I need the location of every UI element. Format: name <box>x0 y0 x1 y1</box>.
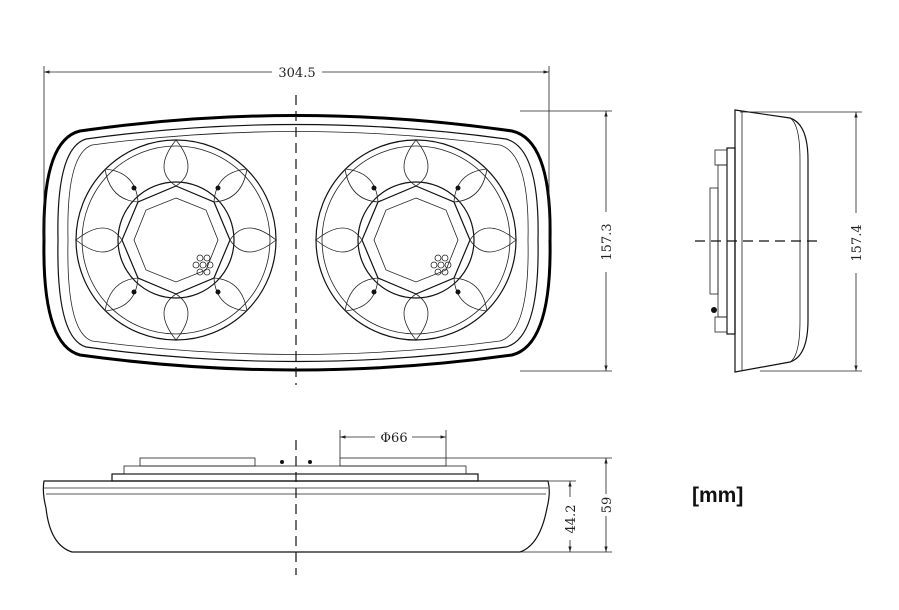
front-height-dimension-label: 157.3 <box>600 223 615 260</box>
right-lamp-module <box>315 139 517 341</box>
elevation-right-lens <box>339 457 447 467</box>
front-view: 304.5 157.3 <box>42 66 615 385</box>
width-dimension-label: 304.5 <box>278 66 315 81</box>
lower-height-dimension-label: 44.2 <box>564 505 579 534</box>
left-lamp-module <box>75 139 277 341</box>
right-led-cluster <box>430 254 452 276</box>
diameter-dimension-label: Φ66 <box>380 431 407 446</box>
left-led-cluster <box>192 254 214 276</box>
front-housing-outer <box>42 114 552 372</box>
front-housing-inner <box>57 123 539 363</box>
elevation-base-plate <box>111 473 479 482</box>
unit-label: [mm] <box>692 484 743 507</box>
side-housing <box>734 109 809 373</box>
total-height-dimension-label: 59 <box>600 497 615 514</box>
elevation-view: Φ66 44.2 59 <box>42 430 615 575</box>
front-housing-bevel <box>67 131 529 355</box>
elevation-left-lens <box>139 457 256 467</box>
side-view: 157.4 <box>695 109 865 373</box>
side-height-dimension-label: 157.4 <box>850 224 865 261</box>
